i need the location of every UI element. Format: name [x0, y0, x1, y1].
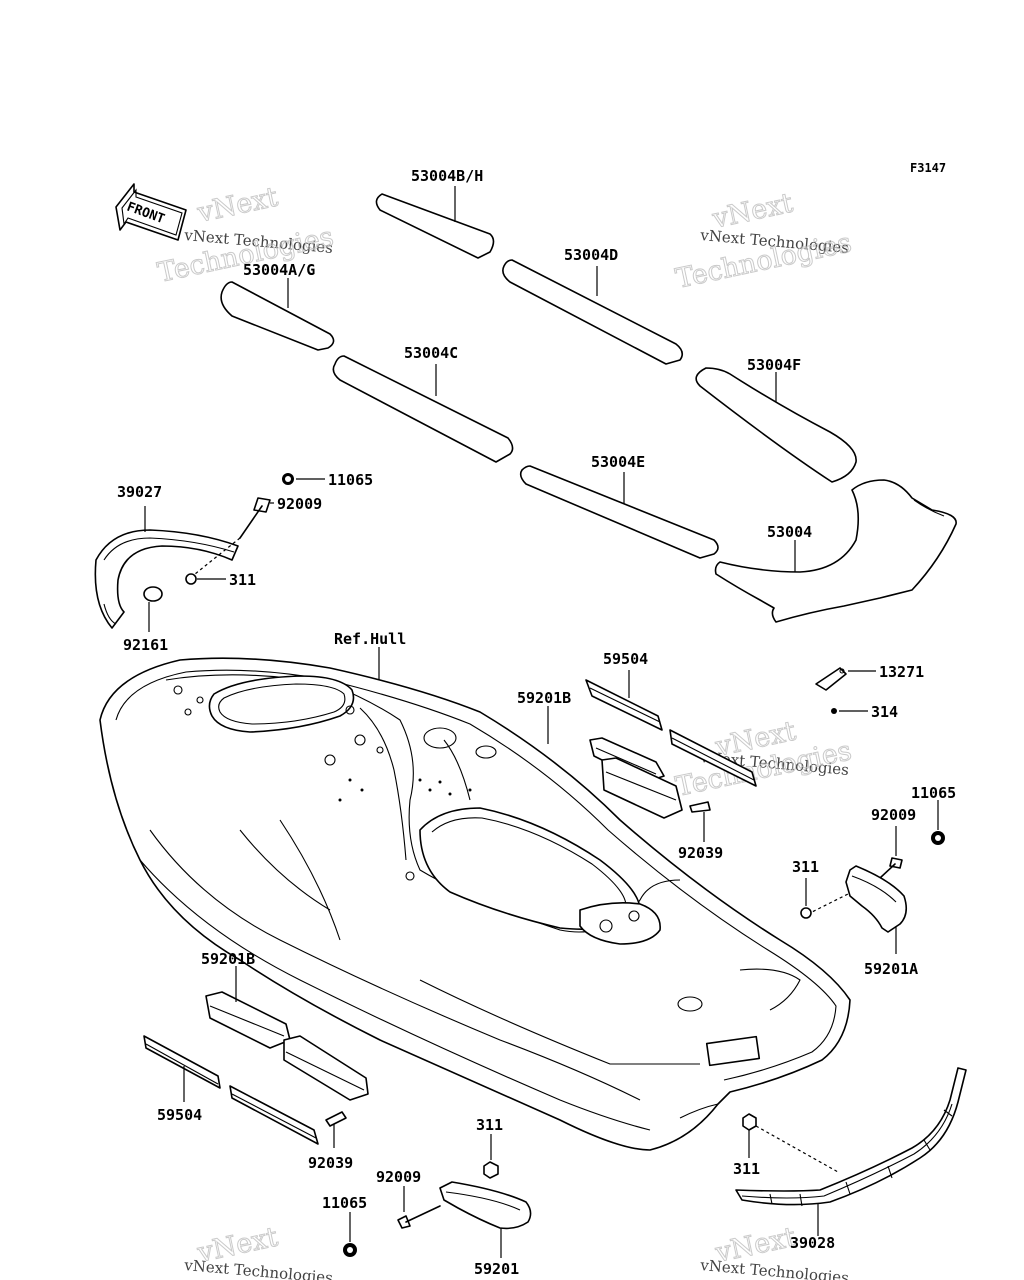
svg-text:53004E: 53004E — [591, 453, 645, 471]
rivet-92039-lower: 92039 — [308, 1111, 353, 1172]
svg-text:53004B/H: 53004B/H — [411, 167, 483, 185]
guard-39027: 39027 — [94, 483, 239, 629]
guard-59201a: 59201A — [845, 865, 918, 978]
svg-text:59201B: 59201B — [201, 950, 255, 968]
svg-text:59504: 59504 — [157, 1106, 202, 1124]
strip-59504-upper: 59504 — [585, 650, 757, 787]
nut-11065-right: 11065 — [911, 784, 956, 845]
strip-59201b-lower: 59201B — [201, 950, 369, 1101]
nut-11065-top: 11065 — [282, 471, 373, 489]
svg-text:53004A/G: 53004A/G — [243, 261, 315, 279]
bolt-92009-top: 92009 — [189, 495, 322, 579]
svg-text:vNext Technologies: vNext Technologies — [183, 1256, 334, 1280]
svg-text:39027: 39027 — [117, 483, 162, 501]
watermark-bottom-left: vNext vNext Technologies — [183, 1221, 334, 1280]
svg-text:11065: 11065 — [328, 471, 373, 489]
watermark-top-right: vNext vNext Technologies Technologies — [673, 187, 855, 295]
rail-39028: 39028 — [735, 1067, 967, 1252]
svg-text:311: 311 — [229, 571, 256, 589]
svg-text:53004F: 53004F — [747, 356, 801, 374]
nut-311-lower: 311 — [476, 1116, 503, 1179]
svg-text:53004D: 53004D — [564, 246, 618, 264]
nut-311-right: 311 — [792, 858, 819, 919]
svg-text:Ref.Hull: Ref.Hull — [334, 630, 406, 648]
svg-text:53004C: 53004C — [404, 344, 458, 362]
front-arrow-icon: FRONT — [115, 183, 187, 241]
svg-text:92009: 92009 — [376, 1168, 421, 1186]
mat-53004d: 53004D — [502, 246, 684, 365]
svg-text:92039: 92039 — [678, 844, 723, 862]
diagram-code: F3147 — [910, 161, 946, 175]
nut-311-rail: 311 — [733, 1113, 839, 1178]
plug-92161: 92161 — [123, 586, 168, 654]
svg-text:92161: 92161 — [123, 636, 168, 654]
svg-text:59504: 59504 — [603, 650, 648, 668]
strip-59504-lower: 59504 — [143, 1035, 319, 1145]
mat-53004c: 53004C — [332, 344, 514, 463]
deck-holes — [173, 685, 497, 881]
hull-reference: Ref.Hull — [99, 630, 851, 1151]
svg-text:11065: 11065 — [322, 1194, 367, 1212]
bracket-13271: 13271 — [815, 663, 924, 691]
svg-text:59201: 59201 — [474, 1260, 519, 1278]
svg-text:92009: 92009 — [871, 806, 916, 824]
svg-text:311: 311 — [476, 1116, 503, 1134]
rivet-92039-upper: 92039 — [678, 801, 723, 862]
guard-59201: 59201 — [439, 1181, 532, 1278]
svg-text:311: 311 — [733, 1160, 760, 1178]
nut-11065-lower: 11065 — [322, 1194, 367, 1257]
svg-text:92039: 92039 — [308, 1154, 353, 1172]
svg-text:39028: 39028 — [790, 1234, 835, 1252]
bolt-92009-lower: 92009 — [376, 1168, 441, 1229]
svg-text:59201A: 59201A — [864, 960, 918, 978]
nut-311-top: 311 — [185, 571, 256, 589]
svg-text:314: 314 — [871, 703, 898, 721]
mat-53004f: 53004F — [695, 356, 857, 483]
svg-text:59201B: 59201B — [517, 689, 571, 707]
svg-text:vNext: vNext — [194, 182, 281, 229]
svg-text:311: 311 — [792, 858, 819, 876]
svg-text:vNext Technologies: vNext Technologies — [699, 1256, 850, 1280]
mat-53004ag: 53004A/G — [220, 261, 335, 351]
svg-text:11065: 11065 — [911, 784, 956, 802]
mat-53004e: 53004E — [519, 453, 719, 559]
mat-53004: 53004 — [714, 479, 957, 623]
svg-text:13271: 13271 — [879, 663, 924, 681]
strip-59201b-upper: 59201B — [517, 689, 683, 819]
watermark-mid-right: vNext vNext Technologies Technologies — [673, 715, 855, 803]
mat-53004bh: 53004B/H — [375, 167, 495, 259]
svg-text:53004: 53004 — [767, 523, 812, 541]
svg-text:92009: 92009 — [277, 495, 322, 513]
screw-314: 314 — [831, 703, 898, 721]
